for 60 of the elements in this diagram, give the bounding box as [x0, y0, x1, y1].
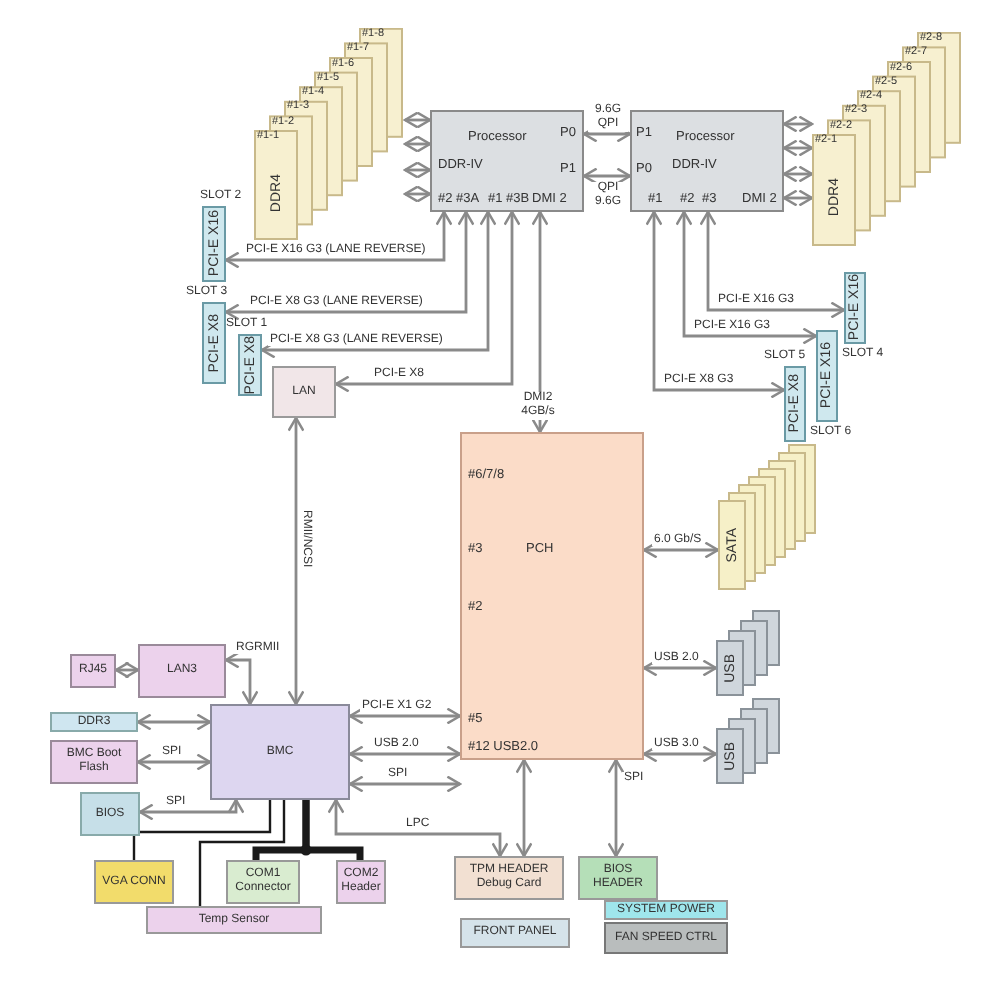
connector-line	[132, 800, 272, 860]
pcie-slot	[784, 366, 806, 442]
bus-arrow	[136, 713, 212, 731]
header-box	[336, 860, 386, 904]
bus-arrow	[642, 541, 720, 559]
bus-arrow	[675, 210, 818, 345]
bios-box	[80, 792, 140, 836]
bus-arrow	[645, 210, 786, 399]
connector-line	[198, 800, 286, 906]
pch-box	[460, 432, 644, 760]
bus-arrow	[782, 189, 814, 207]
pcie-slot	[202, 302, 226, 384]
fan-control-box	[604, 922, 728, 954]
panel-box	[460, 918, 570, 948]
connector-box	[94, 860, 174, 904]
bus-arrow	[114, 661, 140, 679]
bus-arrow	[582, 125, 632, 143]
header-box	[454, 856, 564, 900]
pcie-slot	[816, 330, 838, 422]
memory-box	[50, 712, 138, 732]
bus-arrow	[403, 111, 432, 129]
header-box	[578, 856, 658, 900]
bus-arrow	[403, 185, 432, 203]
flash-box	[50, 740, 138, 784]
bus-arrow	[348, 745, 462, 763]
lan-chip-box	[138, 644, 226, 698]
bus-arrow	[607, 758, 625, 858]
bus-arrow	[327, 798, 509, 858]
bus-arrow	[224, 651, 259, 706]
connector-box	[226, 860, 300, 904]
bus-arrow	[348, 707, 462, 725]
bus-arrow	[334, 210, 521, 393]
processor-box	[430, 110, 584, 212]
processor-box	[630, 110, 784, 212]
bus-arrow	[287, 416, 305, 706]
bus-arrow	[642, 659, 718, 677]
bus-arrow	[348, 775, 462, 793]
bus-arrow	[515, 758, 533, 858]
pcie-slot	[202, 206, 226, 282]
bus-arrow	[531, 210, 549, 434]
lan-controller-box	[272, 366, 336, 418]
bus-arrow	[782, 139, 814, 157]
bus-arrow	[642, 745, 718, 763]
bus-arrow	[224, 210, 475, 321]
bus-arrow	[782, 165, 814, 183]
bus-arrow	[403, 161, 432, 179]
bus-arrow	[782, 115, 814, 133]
bus-arrow	[699, 210, 846, 319]
connector-box	[70, 654, 116, 688]
pcie-slot	[238, 334, 262, 396]
bus-arrow	[260, 210, 497, 359]
bus-arrow	[138, 798, 245, 821]
sensor-box	[146, 906, 322, 934]
connector-line	[302, 800, 364, 860]
bmc-box	[210, 704, 350, 800]
bus-arrow	[136, 753, 212, 771]
bus-arrow	[224, 210, 453, 269]
bus-arrow	[582, 167, 632, 185]
power-box	[604, 900, 728, 920]
bus-arrow	[403, 135, 432, 153]
